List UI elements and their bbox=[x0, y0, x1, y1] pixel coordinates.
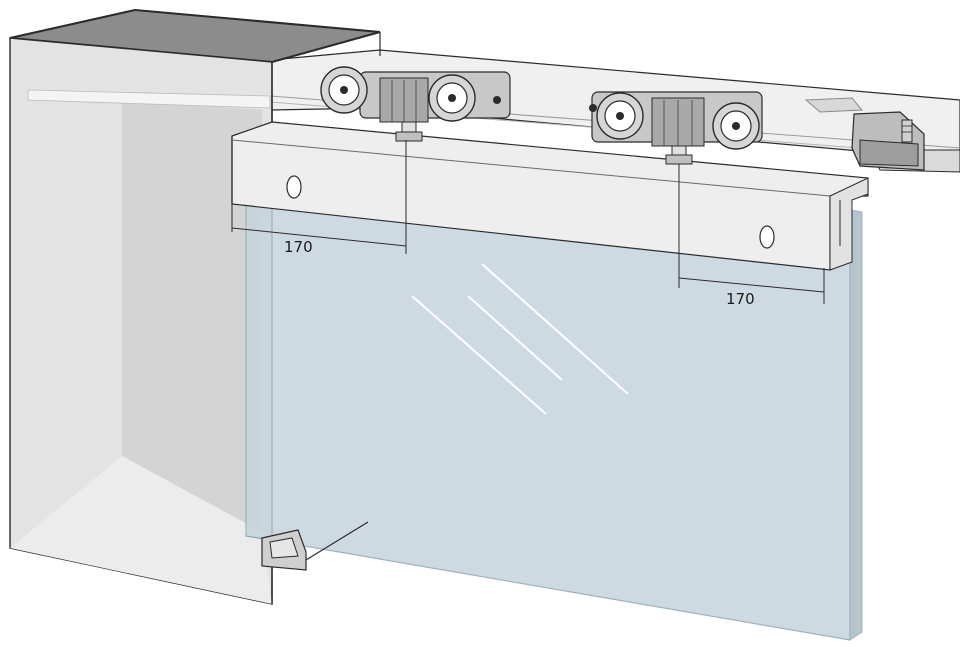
door-clamp-profile bbox=[231, 121, 869, 271]
clamp-hole-right bbox=[759, 225, 775, 249]
dimension-right-label: 170 bbox=[726, 290, 755, 308]
end-stop-icon bbox=[804, 97, 925, 171]
glass-reflection-2 bbox=[467, 295, 563, 381]
dimension-left-label: 170 bbox=[284, 238, 313, 256]
glass-door-panel bbox=[245, 179, 863, 641]
cabinet-block bbox=[9, 8, 381, 605]
floor-guide-icon bbox=[261, 521, 369, 571]
glass-reflection-1 bbox=[411, 295, 547, 415]
cabinet-recess bbox=[122, 100, 262, 532]
roller-carriage-icon bbox=[589, 91, 763, 165]
dimension-left: 170 bbox=[231, 140, 407, 256]
clamp-hole-left bbox=[286, 175, 302, 199]
dimension-right: 170 bbox=[678, 164, 825, 308]
glass-reflection-3 bbox=[481, 263, 629, 395]
roller-carriage-icon bbox=[320, 66, 511, 142]
